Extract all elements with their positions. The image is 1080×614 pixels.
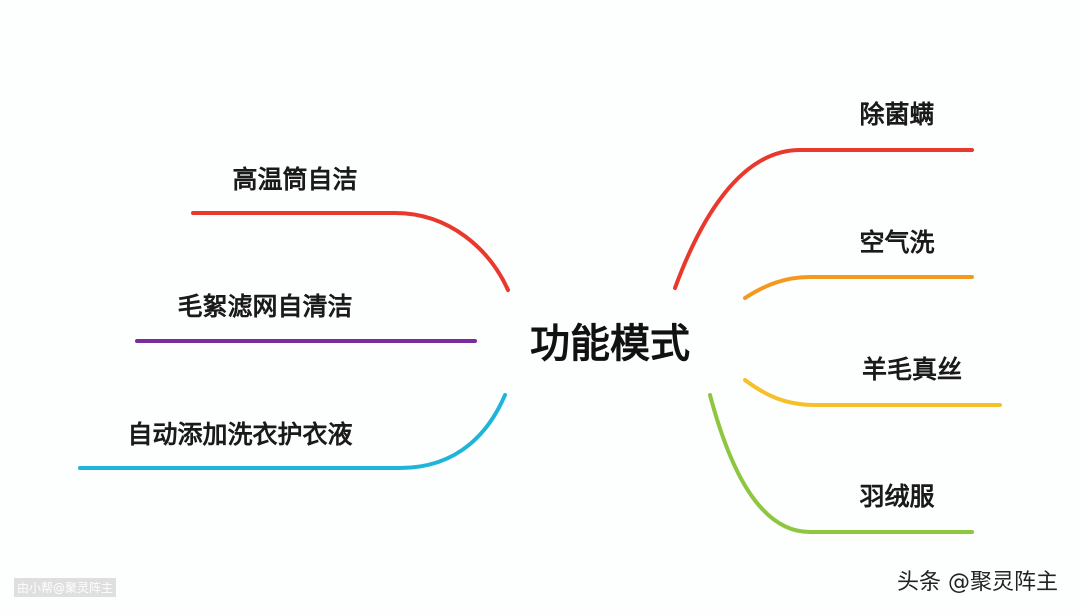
watermark: 头条 @聚灵阵主 — [897, 570, 1058, 595]
branch-line-right-1 — [743, 275, 974, 300]
branch-line-left-0 — [191, 211, 510, 292]
watermark-small: 由小帮@聚灵阵主 — [14, 578, 117, 597]
branch-label-left-1: 毛絮滤网自清洁 — [177, 292, 352, 321]
branch-line-right-0 — [673, 148, 974, 290]
branch-line-left-2 — [78, 393, 507, 470]
branch-label-right-2: 羊毛真丝 — [862, 355, 962, 384]
branch-line-right-2 — [743, 378, 1002, 407]
branch-label-right-0: 除菌螨 — [859, 100, 934, 129]
branch-line-right-3 — [708, 393, 974, 534]
branch-label-right-1: 空气洗 — [859, 228, 934, 257]
branch-label-left-0: 高温筒自洁 — [232, 165, 357, 194]
branch-label-right-3: 羽绒服 — [859, 482, 935, 511]
branch-label-left-2: 自动添加洗衣护衣液 — [127, 420, 352, 449]
center-topic: 功能模式 — [530, 321, 690, 367]
